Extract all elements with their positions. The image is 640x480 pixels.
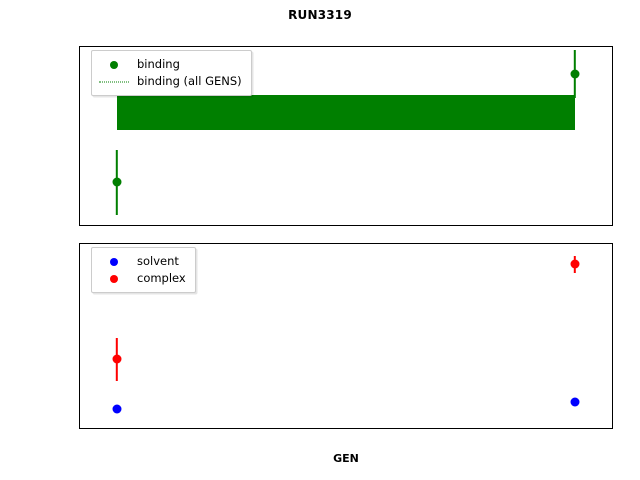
data-point-complex-gen1[interactable] bbox=[570, 259, 580, 269]
data-point-complex-gen0[interactable] bbox=[112, 354, 122, 364]
legend-item-solvent: solvent bbox=[99, 253, 186, 270]
legend-label-complex: complex bbox=[137, 271, 186, 285]
bottom-panel-plot-area bbox=[80, 244, 612, 428]
y-tick-mark bbox=[79, 366, 80, 367]
y-tick-mark bbox=[79, 158, 80, 159]
y-tick-mark bbox=[79, 115, 80, 116]
binding-all-gens-band bbox=[116, 94, 576, 131]
figure-title: RUN3319 bbox=[288, 8, 352, 22]
legend-label-binding-all-gens: binding (all GENS) bbox=[137, 74, 242, 88]
legend-item-complex: complex bbox=[99, 270, 186, 287]
legend-item-binding-all-gens: binding (all GENS) bbox=[99, 73, 242, 90]
x-tick-mark bbox=[117, 225, 118, 226]
binding-all-gens-line-icon bbox=[99, 76, 129, 88]
data-point-solvent-gen1[interactable] bbox=[570, 397, 580, 407]
x-tick-mark bbox=[575, 428, 576, 429]
x-axis-label: GEN bbox=[333, 452, 359, 465]
y-tick-mark bbox=[79, 72, 80, 73]
legend-item-binding: binding bbox=[99, 56, 242, 73]
complex-marker-icon bbox=[99, 273, 129, 285]
legend-label-binding: binding bbox=[137, 57, 180, 71]
data-point-binding-gen0[interactable] bbox=[112, 177, 122, 187]
solvent-marker-icon bbox=[99, 256, 129, 268]
x-tick-mark bbox=[575, 225, 576, 226]
bottom-panel-legend: solvent complex bbox=[91, 247, 196, 293]
y-tick-mark bbox=[79, 296, 80, 297]
legend-label-solvent: solvent bbox=[137, 254, 179, 268]
y-tick-mark bbox=[79, 202, 80, 203]
x-tick-mark bbox=[117, 428, 118, 429]
top-panel-plot-area bbox=[80, 47, 612, 225]
y-tick-mark bbox=[79, 331, 80, 332]
binding-marker-icon bbox=[99, 59, 129, 71]
y-tick-mark bbox=[79, 402, 80, 403]
top-panel-legend: binding binding (all GENS) bbox=[91, 50, 252, 96]
data-point-binding-gen1[interactable] bbox=[570, 69, 580, 79]
y-tick-mark bbox=[79, 261, 80, 262]
data-point-solvent-gen0[interactable] bbox=[112, 404, 122, 414]
